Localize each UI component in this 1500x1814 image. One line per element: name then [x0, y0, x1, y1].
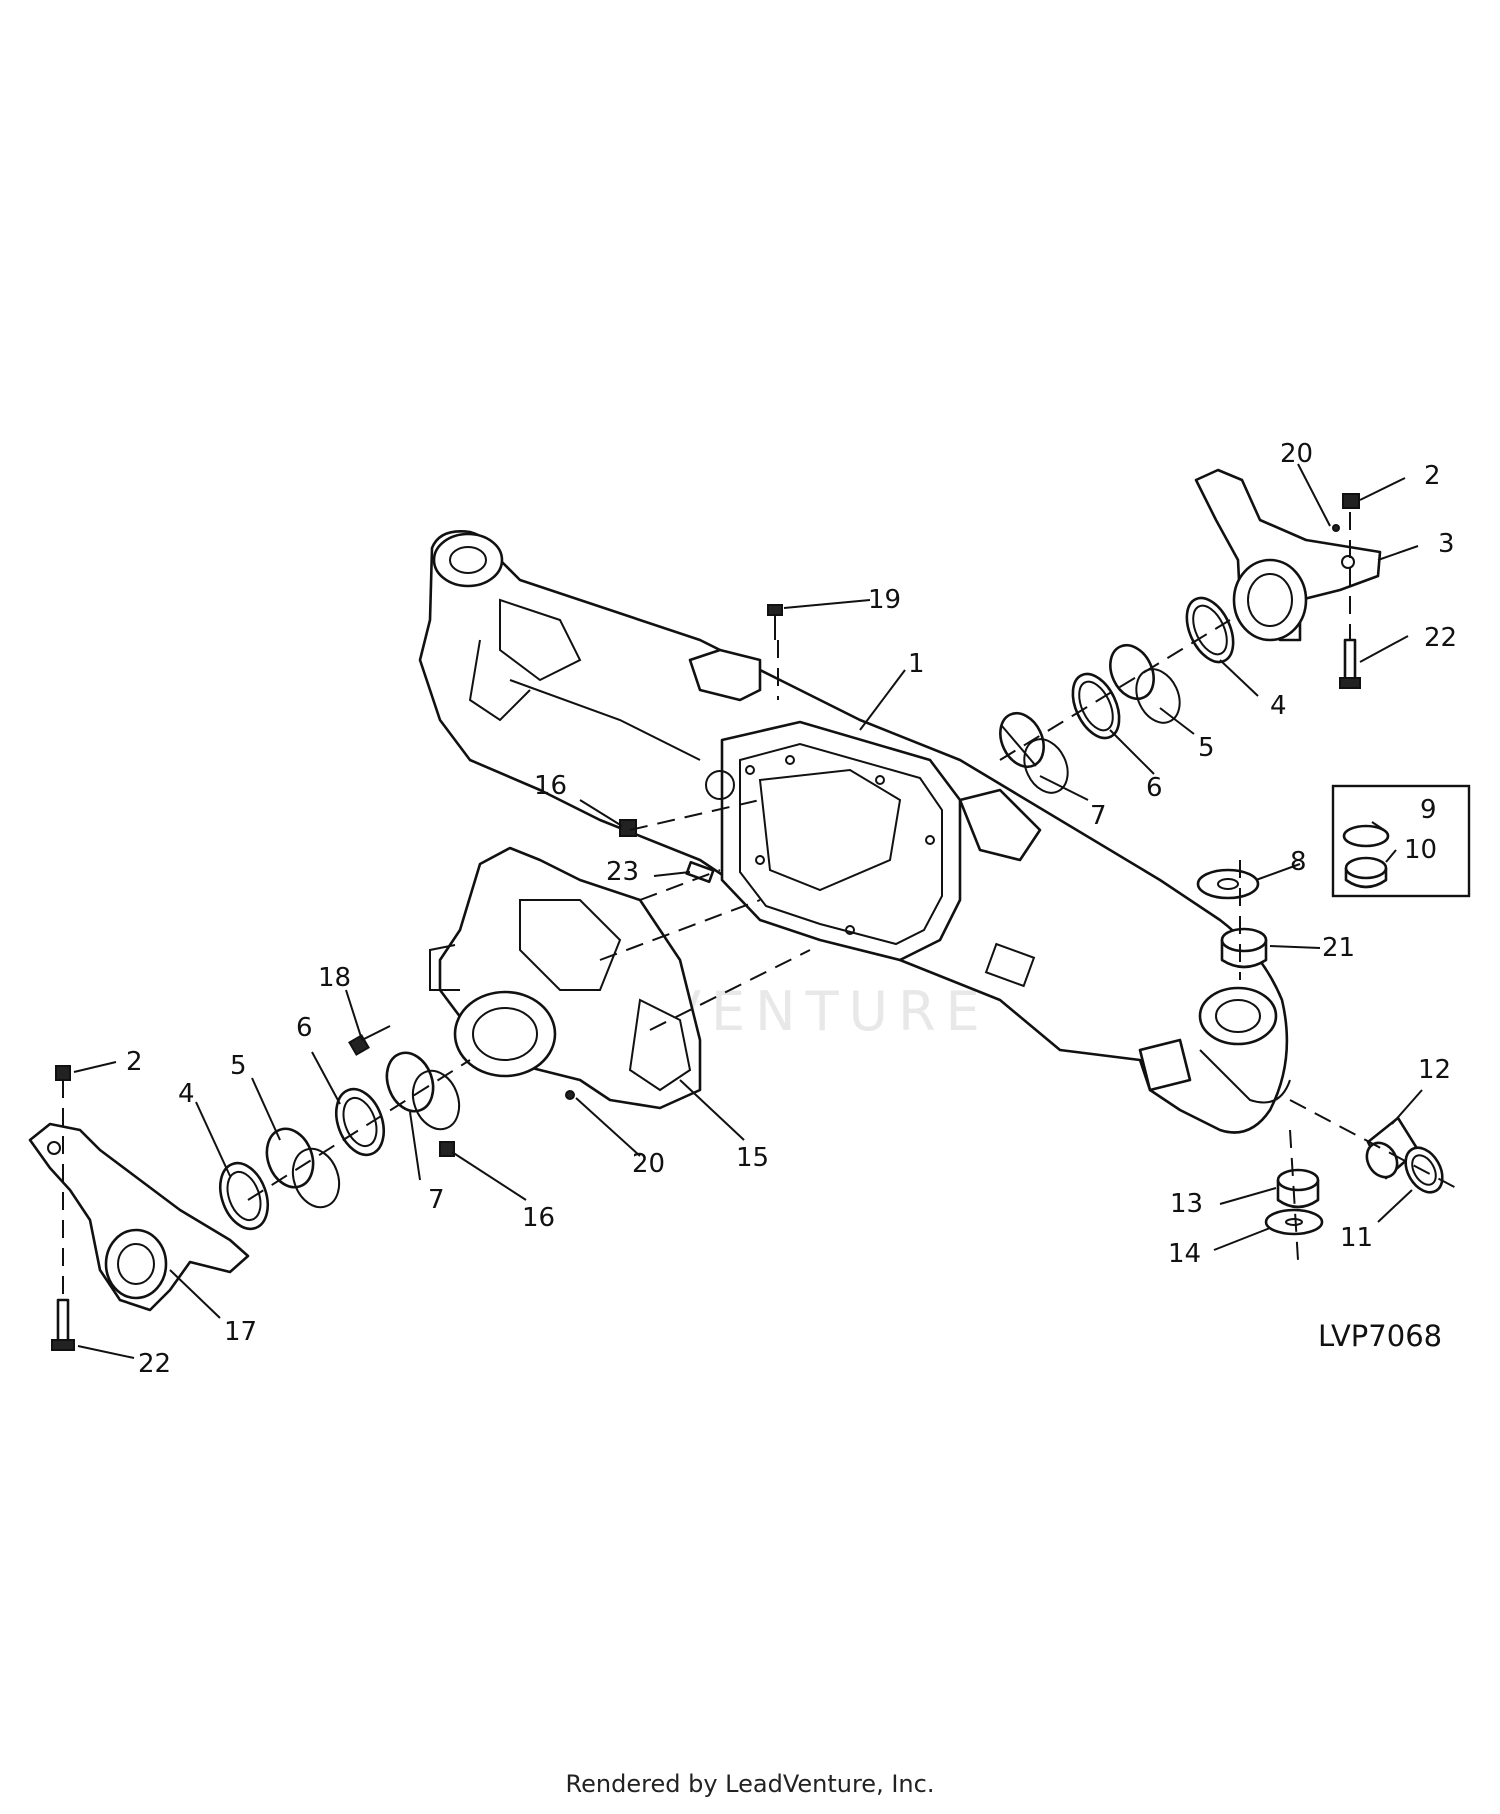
- bolt-18: [348, 1025, 391, 1056]
- washer-8: [1196, 868, 1260, 900]
- right-washer-4: [1185, 596, 1235, 664]
- callout-20-right: 20: [1280, 439, 1313, 469]
- callout-15: 15: [736, 1143, 769, 1173]
- left-washer-4: [218, 1161, 270, 1231]
- callout-8: 8: [1290, 847, 1307, 877]
- right-seal-6: [1071, 672, 1121, 740]
- bushing-13: [1276, 1168, 1320, 1209]
- callout-1: 1: [908, 649, 925, 679]
- callout-5-right: 5: [1198, 733, 1215, 763]
- callout-20-lower: 20: [632, 1149, 665, 1179]
- callout-17: 17: [224, 1317, 257, 1347]
- leader-lines: [73, 463, 1423, 1359]
- callout-3: 3: [1438, 529, 1455, 559]
- callout-19: 19: [868, 585, 901, 615]
- nut-16-lower: [439, 1141, 455, 1157]
- left-support-bracket: [28, 1122, 250, 1312]
- callout-5-left: 5: [230, 1051, 247, 1081]
- callout-22-right: 22: [1424, 623, 1457, 653]
- seal-9: [1342, 824, 1390, 848]
- callout-22-left: 22: [138, 1349, 171, 1379]
- callout-6-left: 6: [296, 1013, 313, 1043]
- screw-19: [767, 604, 783, 640]
- callout-16-upper: 16: [534, 771, 567, 801]
- callout-7-right: 7: [1090, 801, 1107, 831]
- footer-credit: Rendered by LeadVenture, Inc.: [565, 1770, 935, 1798]
- fitting-20: [565, 1090, 575, 1100]
- callout-18: 18: [318, 963, 351, 993]
- bushing-10: [1344, 856, 1388, 889]
- callout-2-left: 2: [126, 1047, 143, 1077]
- callout-4-right: 4: [1270, 691, 1287, 721]
- callout-23: 23: [606, 857, 639, 887]
- callout-21: 21: [1322, 933, 1355, 963]
- drawing-id: LVP7068: [1318, 1319, 1442, 1353]
- callout-labels: 1 2 2 3 4 4 5 5 6 6 7 7 8 9 10 11 12 13 …: [126, 439, 1457, 1379]
- right-nut-2: [1342, 493, 1360, 509]
- callout-13: 13: [1170, 1189, 1203, 1219]
- kit-box: [1331, 784, 1471, 898]
- axle-housing: [418, 530, 1291, 1134]
- nut-16-upper: [619, 819, 637, 837]
- callout-4-left: 4: [178, 1079, 195, 1109]
- left-seal-6: [334, 1087, 386, 1157]
- bushing-21: [1220, 927, 1268, 969]
- left-nut-2: [55, 1065, 71, 1081]
- callout-2-right: 2: [1424, 461, 1441, 491]
- left-bolt-22: [51, 1298, 75, 1351]
- callout-9: 9: [1420, 795, 1437, 825]
- callout-11: 11: [1340, 1223, 1373, 1253]
- washer-14: [1264, 1208, 1324, 1236]
- callout-10: 10: [1404, 835, 1437, 865]
- left-bushing-7: [385, 1051, 461, 1131]
- right-support-bracket: [1194, 468, 1382, 642]
- callout-16-lower: 16: [522, 1203, 555, 1233]
- left-bushing-5: [265, 1127, 341, 1209]
- right-bolt-22: [1339, 638, 1361, 689]
- callout-12: 12: [1418, 1055, 1451, 1085]
- callout-7-left: 7: [428, 1185, 445, 1215]
- callout-14: 14: [1168, 1239, 1201, 1269]
- callout-6-right: 6: [1146, 773, 1163, 803]
- carrier-housing: [429, 846, 702, 1110]
